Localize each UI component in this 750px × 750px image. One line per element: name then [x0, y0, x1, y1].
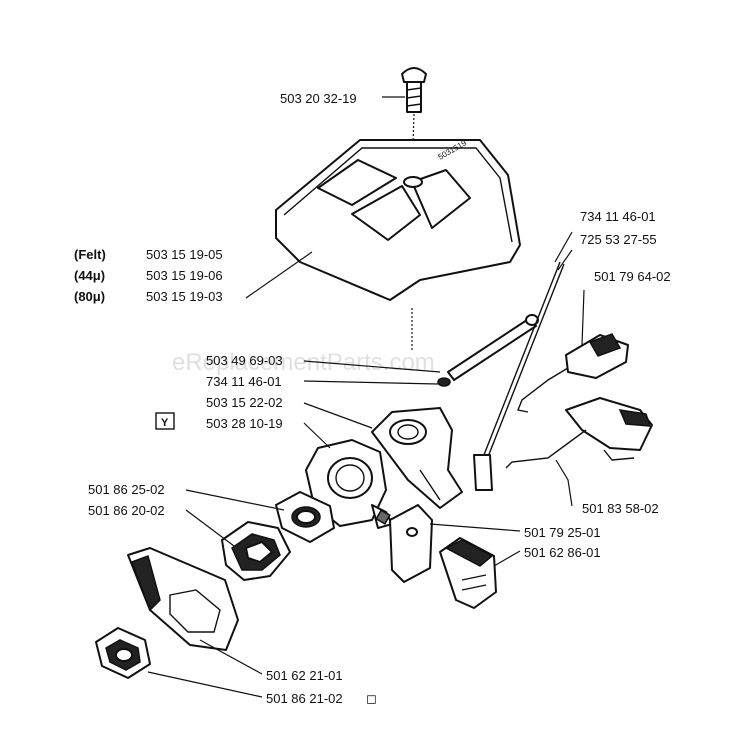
plate-part — [389, 504, 433, 583]
boot-part — [439, 537, 497, 609]
bolt-part — [401, 67, 427, 113]
label-washer: 734 11 46-01 — [206, 374, 282, 389]
label-variant-felt: (Felt) — [74, 247, 106, 262]
holder-part — [371, 407, 463, 509]
label-throttle-bracket: 501 79 64-02 — [594, 269, 671, 284]
label-holder: 503 15 22-02 — [206, 395, 283, 410]
gasket-a-part — [275, 491, 335, 543]
label-filter-felt: 503 15 19-05 — [146, 247, 223, 262]
linkage-part — [505, 397, 653, 469]
label-variant-80: (80μ) — [74, 289, 105, 304]
svg-text:Y: Y — [161, 417, 169, 429]
label-plate: 501 79 25-01 — [524, 525, 601, 540]
label-carburetor: 503 28 10-19 — [206, 416, 283, 431]
rod-part — [473, 261, 565, 491]
label-gasket-a: 501 86 25-02 — [88, 482, 165, 497]
label-gasket-b: 501 86 20-02 — [88, 503, 165, 518]
label-linkage: 501 83 58-02 — [582, 501, 659, 516]
leader-lines — [147, 231, 585, 698]
throttle-bracket-part — [517, 333, 629, 413]
label-variant-44: (44μ) — [74, 268, 105, 283]
watermark: eReplacementParts.com — [172, 349, 435, 376]
label-stud: 503 49 69-03 — [206, 353, 283, 368]
label-insulator: 501 62 21-01 — [266, 668, 343, 683]
label-filter-80: 503 15 19-03 — [146, 289, 223, 304]
label-bolt: 503 20 32-19 — [280, 91, 357, 106]
air-filter-cover-part: 5031519 — [275, 138, 521, 301]
intake-boot-part — [221, 521, 291, 581]
label-filter-44: 503 15 19-06 — [146, 268, 223, 283]
label-boot: 501 62 86-01 — [524, 545, 601, 560]
label-long-screw: 734 11 46-01 — [580, 209, 656, 224]
gasket-c-part — [95, 627, 151, 679]
label-gasket-c: 501 86 21-02 — [266, 691, 343, 706]
symbol-box: Y — [155, 412, 175, 430]
long-screw-part — [437, 314, 539, 387]
label-rod: 725 53 27-55 — [580, 232, 657, 247]
note-symbol: ◻ — [366, 691, 377, 706]
insulator-part — [127, 547, 239, 651]
